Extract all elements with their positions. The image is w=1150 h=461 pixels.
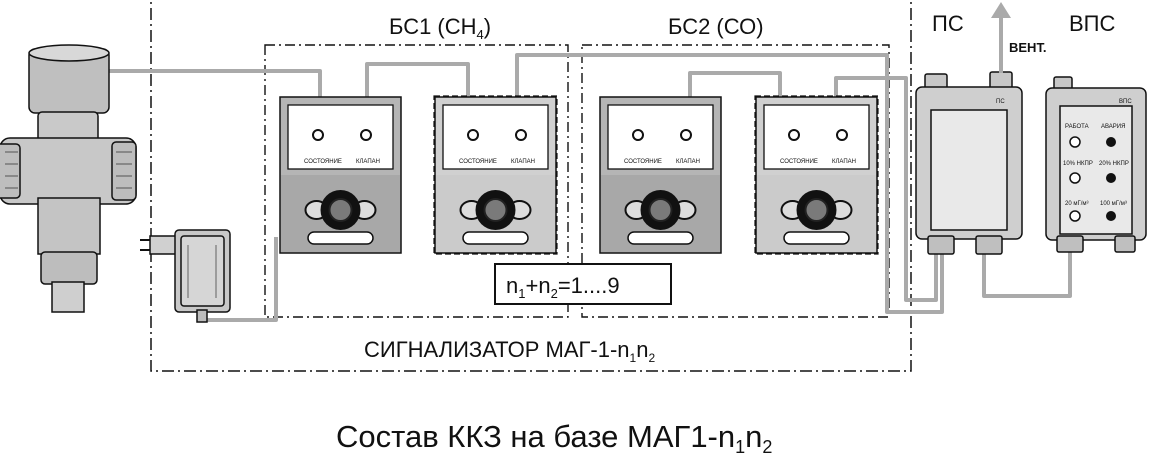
signalizer-n: n [636, 337, 648, 362]
vps-work-label: РАБОТА [1065, 124, 1089, 130]
bs2-main-sensor-front-panel [607, 104, 714, 170]
bs1-aux-sensor-inlet-center [483, 198, 508, 222]
ps-unit: ПС [915, 71, 1023, 255]
vps-mg20-led [1069, 210, 1081, 222]
formula-box: n1+n2=1....9 [494, 263, 672, 305]
vps-title: ВПС [1069, 11, 1115, 36]
bs1-aux-sensor-front-panel [442, 104, 549, 170]
bs1-title-close: ) [484, 14, 491, 39]
vent-label: ВЕНТ. [1009, 40, 1047, 55]
bs1-aux-sensor-slot [462, 231, 529, 245]
bs1-main-sensor-valve-label: КЛАПАН [356, 159, 380, 165]
caption-sub2: 2 [762, 437, 772, 456]
signalizer-outer-boundary [150, 0, 912, 372]
bs1-main-sensor-state-label: СОСТОЯНИЕ [304, 159, 342, 165]
bs1-aux-sensor-valve-led [515, 129, 527, 141]
vps-indicators: РАБОТА АВАРИЯ 10% НКПР 20% НКПР 20 мГ/м³… [1063, 124, 1129, 222]
signalizer-sub2: 2 [648, 351, 655, 365]
vps-mg100-led [1106, 211, 1116, 221]
signalizer-label-main: СИГНАЛИЗАТОР МАГ-1-n [364, 337, 630, 362]
bs1-title-main: БС1 (СН [389, 14, 477, 39]
signalizer-sub1: 1 [630, 351, 637, 365]
bs1-aux-sensor: СОСТОЯНИЕ КЛАПАН [433, 95, 558, 255]
vps-mg20-label: 20 мГ/м³ [1065, 201, 1089, 207]
vps-alarm-label: АВАРИЯ [1101, 124, 1125, 130]
bs2-main-sensor-valve-led [680, 129, 692, 141]
bs2-main-sensor-state-led [632, 129, 644, 141]
bs2-aux-sensor-valve-led [836, 129, 848, 141]
vps-nkpr20-label: 20% НКПР [1099, 161, 1129, 167]
vps-unit-label: ВПС [1119, 99, 1132, 105]
ps-unit-label: ПС [996, 99, 1005, 105]
bs2-title: БС2 (СО) [668, 14, 764, 39]
diagram-caption: Состав ККЗ на базе МАГ1-n1n2 [336, 419, 772, 456]
bs1-main-sensor: СОСТОЯНИЕ КЛАПАН [279, 96, 402, 254]
vps-nkpr20-led [1106, 173, 1116, 183]
bs2-main-sensor: СОСТОЯНИЕ КЛАПАН [599, 96, 722, 254]
bs2-main-sensor-slot [627, 231, 694, 245]
bs1-title-sub: 4 [477, 27, 484, 42]
vps-alarm-led [1106, 137, 1116, 147]
bs2-main-sensor-inlet-center [648, 198, 673, 222]
bs1-main-sensor-valve-led [360, 129, 372, 141]
formula-n1: n [506, 273, 518, 298]
formula-plus: +n [525, 273, 550, 298]
formula-rest: =1....9 [558, 273, 620, 298]
caption-main: Состав ККЗ на базе МАГ1-n [336, 419, 735, 454]
formula-sub1: 1 [518, 286, 525, 301]
bs1-main-sensor-slot [307, 231, 374, 245]
vent-arrow [991, 2, 1011, 73]
vps-nkpr10-label: 10% НКПР [1063, 161, 1093, 167]
bs1-main-sensor-front-panel [287, 104, 394, 170]
wiring [107, 53, 1072, 322]
power-adapter [140, 229, 231, 323]
caption-n: n [745, 419, 762, 454]
vps-unit: ВПС [1045, 76, 1147, 253]
formula-sub2: 2 [551, 286, 558, 301]
signalizer-label: СИГНАЛИЗАТОР МАГ-1-n1n2 [364, 337, 655, 365]
bs2-aux-sensor-valve-label: КЛАПАН [832, 159, 856, 165]
bs2-aux-sensor-state-led [788, 129, 800, 141]
bs1-boundary [264, 44, 569, 318]
bs1-aux-sensor-valve-label: КЛАПАН [511, 159, 535, 165]
vps-work-led [1069, 136, 1081, 148]
bs2-main-sensor-valve-label: КЛАПАН [676, 159, 700, 165]
svg-text:n1+n2=1....9: n1+n2=1....9 [506, 273, 620, 301]
bs1-main-sensor-state-led [312, 129, 324, 141]
bs2-aux-sensor-state-label: СОСТОЯНИЕ [780, 159, 818, 165]
bs2-aux-sensor-slot [783, 231, 850, 245]
ps-title: ПС [932, 11, 964, 36]
bs1-aux-sensor-state-label: СОСТОЯНИЕ [459, 159, 497, 165]
bs2-aux-sensor-front-panel [763, 104, 870, 170]
bs2-aux-sensor: СОСТОЯНИЕ КЛАПАН [754, 95, 879, 255]
vps-nkpr10-led [1069, 172, 1081, 184]
gas-valve [0, 44, 137, 313]
bs1-main-sensor-inlet-center [328, 198, 353, 222]
bs1-aux-sensor-state-led [467, 129, 479, 141]
bs1-title: БС1 (СН4) [389, 14, 491, 42]
bs1-aux-sensor-housing-outline [433, 95, 558, 255]
bs2-aux-sensor-housing-outline [754, 95, 879, 255]
vps-mg100-label: 100 мГ/м³ [1100, 201, 1127, 207]
caption-sub1: 1 [735, 437, 745, 456]
bs2-main-sensor-state-label: СОСТОЯНИЕ [624, 159, 662, 165]
bs2-aux-sensor-inlet-center [804, 198, 829, 222]
